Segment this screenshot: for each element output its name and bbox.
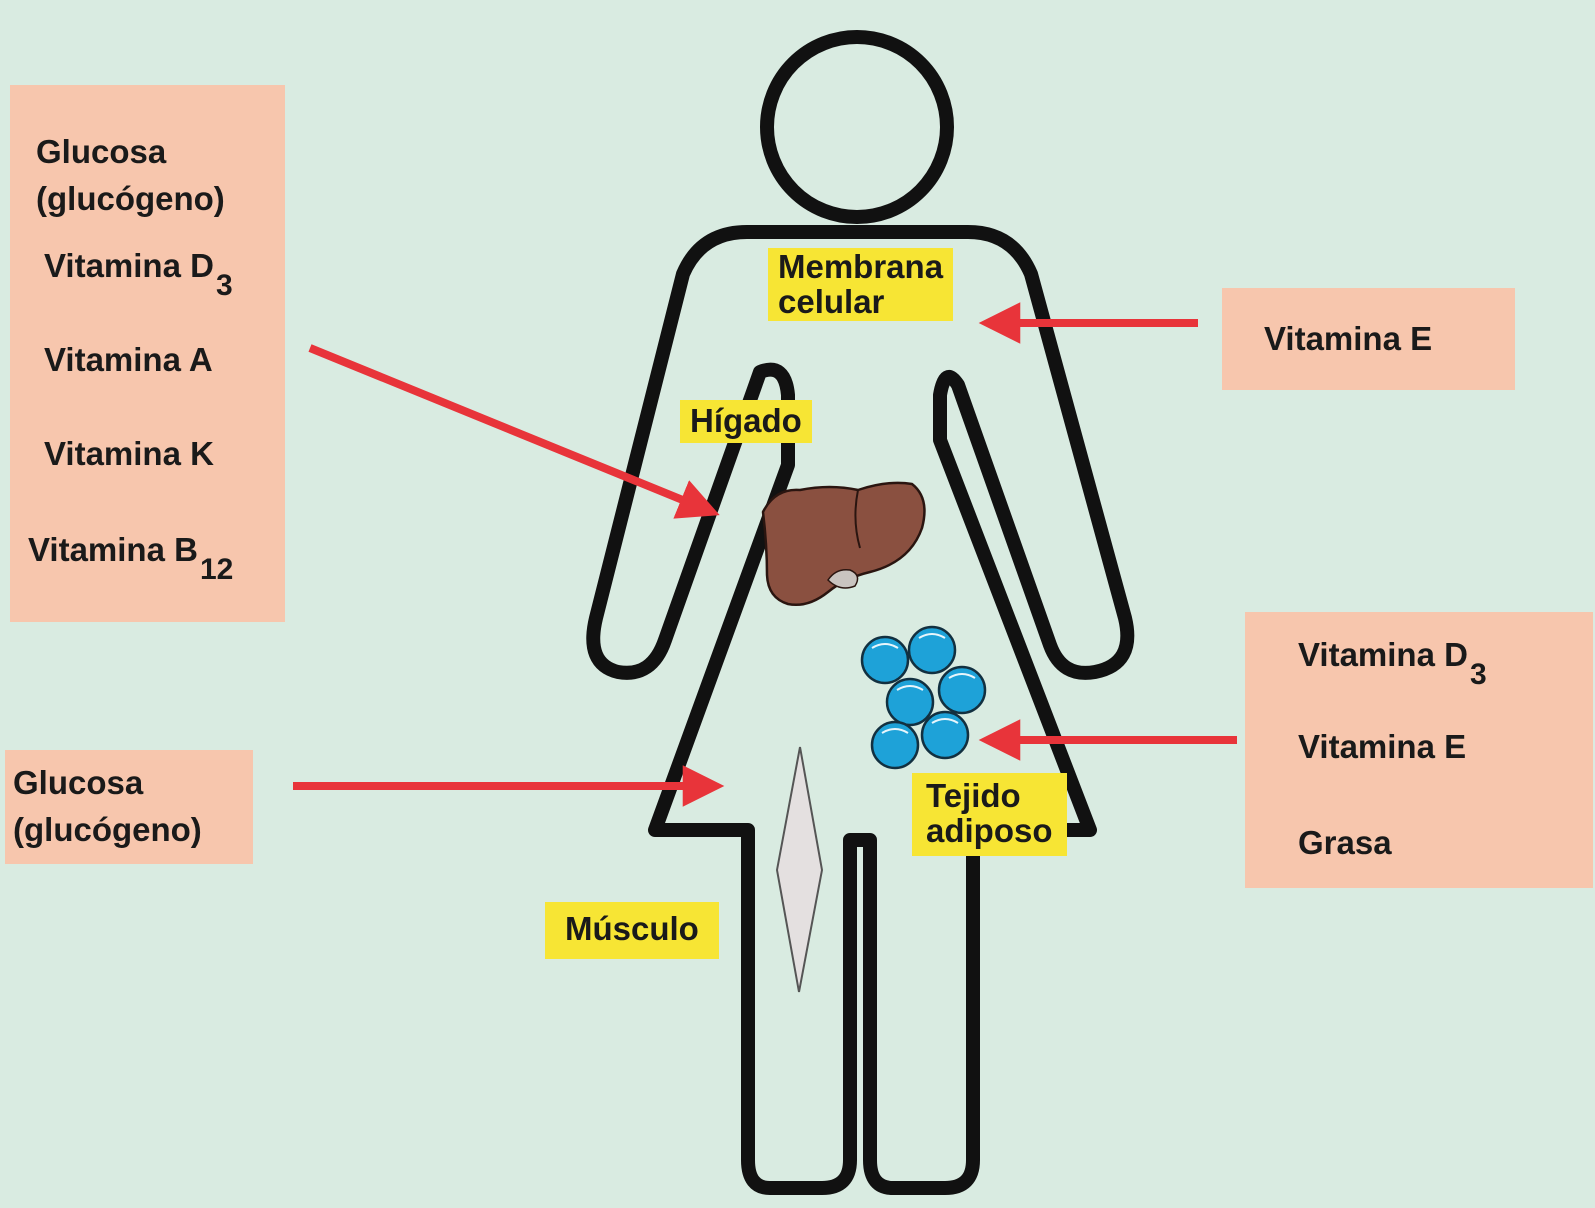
muscle-storage-box: Glucosa (glucógeno)	[5, 750, 253, 864]
liver-icon	[763, 483, 924, 605]
liver-storage-box: Glucosa (glucógeno) Vitamina D3 Vitamina…	[10, 85, 285, 622]
membrane-storage-box: Vitamina E	[1222, 288, 1515, 390]
storage-item: Vitamina E	[1298, 728, 1466, 766]
storage-item: Grasa	[1298, 824, 1392, 862]
storage-item: Vitamina A	[44, 341, 213, 379]
storage-item: Vitamina E	[1264, 320, 1432, 358]
adipocyte-cluster-icon	[862, 627, 985, 768]
adipose-label: Tejido adiposo	[912, 773, 1067, 856]
storage-item: (glucógeno)	[36, 180, 225, 218]
storage-item: Glucosa	[13, 764, 143, 802]
body-outline-icon	[593, 232, 1127, 1188]
membrane-label: Membrana celular	[768, 248, 953, 321]
storage-item: Vitamina D3	[1298, 636, 1487, 674]
storage-item: Glucosa	[36, 133, 166, 171]
human-body-outline-icon	[593, 37, 1127, 1188]
muscle-fiber-icon	[777, 747, 822, 992]
storage-item: Vitamina D3	[44, 247, 233, 285]
head-icon	[767, 37, 947, 217]
storage-item: (glucógeno)	[13, 811, 202, 849]
storage-item: Vitamina K	[44, 435, 214, 473]
liver-label: Hígado	[680, 400, 812, 443]
adipose-storage-box: Vitamina D3 Vitamina E Grasa	[1245, 612, 1593, 888]
muscle-label: Músculo	[545, 902, 719, 959]
storage-item: Vitamina B12	[28, 531, 233, 569]
